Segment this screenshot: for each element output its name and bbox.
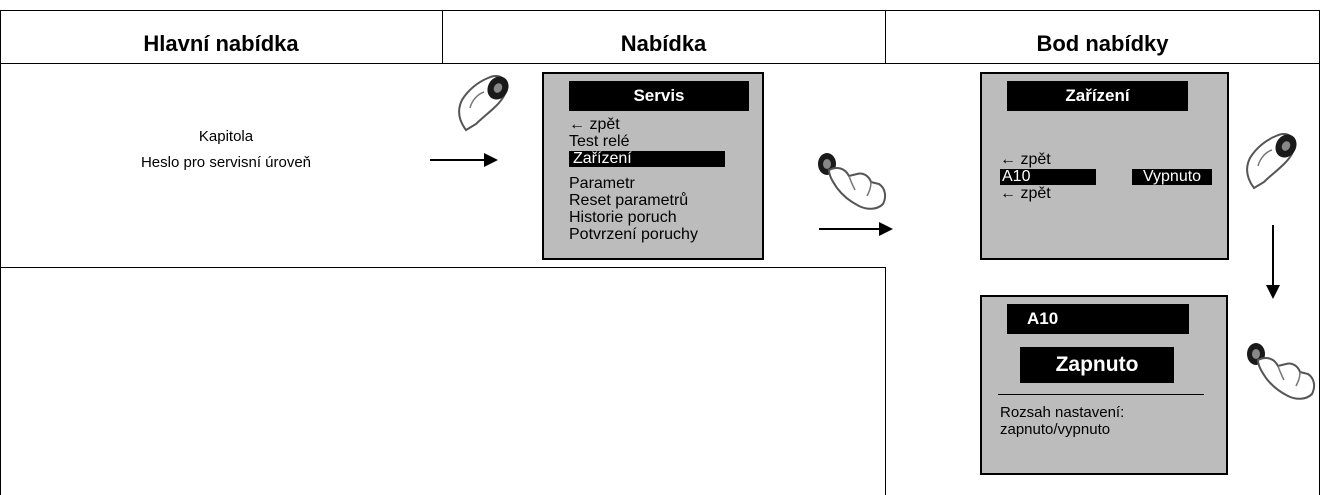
chapter-title: Heslo pro servisní úroveň — [140, 154, 312, 171]
header-nabidka: Nabídka — [620, 31, 707, 56]
a10-divider — [998, 394, 1204, 395]
arrow-right-1 — [430, 153, 498, 167]
row-divider — [0, 267, 886, 268]
arrow-down — [1266, 225, 1280, 299]
knob-press-hand-icon — [818, 153, 887, 210]
column-divider-lower — [885, 267, 886, 495]
header-hlavni-nabidka: Hlavní nabídka — [143, 31, 299, 56]
zarizeni-menu-title: Zařízení — [1007, 81, 1188, 111]
servis-item-back[interactable]: ← zpět — [569, 116, 620, 133]
range-value: zapnuto/vypnuto — [1000, 421, 1111, 438]
zarizeni-item-back-2[interactable]: ← zpět — [1000, 185, 1051, 202]
servis-item-parametr[interactable]: Parametr — [569, 175, 635, 192]
a10-title: A10 — [1007, 304, 1189, 334]
zarizeni-item-back[interactable]: ← zpět — [1000, 151, 1051, 168]
range-label: Rozsah nastavení: — [1000, 404, 1125, 421]
header-bottom-border — [0, 63, 1320, 64]
header-bod-nabidky: Bod nabídky — [1036, 31, 1169, 56]
zarizeni-menu-display: Zařízení ← zpět A10 Vypnuto ← zpět — [980, 72, 1229, 260]
arrow-right-2 — [819, 222, 893, 236]
table-left-border — [0, 10, 1, 495]
servis-item-zarizeni-selected[interactable]: Zařízení — [569, 151, 725, 167]
knob-press-hand-icon — [1247, 343, 1316, 400]
header-divider-2 — [885, 10, 886, 64]
param-a10-selected[interactable]: A10 — [1000, 169, 1096, 185]
rotary-knob-turn-icon — [458, 75, 509, 132]
rotary-knob-turn-icon — [1246, 133, 1297, 190]
param-a10-value: Vypnuto — [1132, 169, 1212, 185]
servis-menu-display: Servis ← zpět Test relé Zařízení Paramet… — [542, 72, 764, 260]
a10-value-display: A10 Zapnuto Rozsah nastavení: zapnuto/vy… — [980, 295, 1228, 475]
servis-item-reset-parametru[interactable]: Reset parametrů — [569, 192, 689, 209]
servis-item-historie-poruch[interactable]: Historie poruch — [569, 209, 677, 226]
chapter-label: Kapitola — [198, 128, 254, 145]
servis-item-potvrzeni-poruchy[interactable]: Potvrzení poruchy — [569, 226, 698, 243]
servis-item-test-rele[interactable]: Test relé — [569, 133, 630, 150]
table-top-border — [0, 10, 1320, 11]
a10-value-zapnuto[interactable]: Zapnuto — [1020, 347, 1174, 383]
servis-menu-title: Servis — [569, 81, 749, 111]
header-divider-1 — [442, 10, 443, 64]
